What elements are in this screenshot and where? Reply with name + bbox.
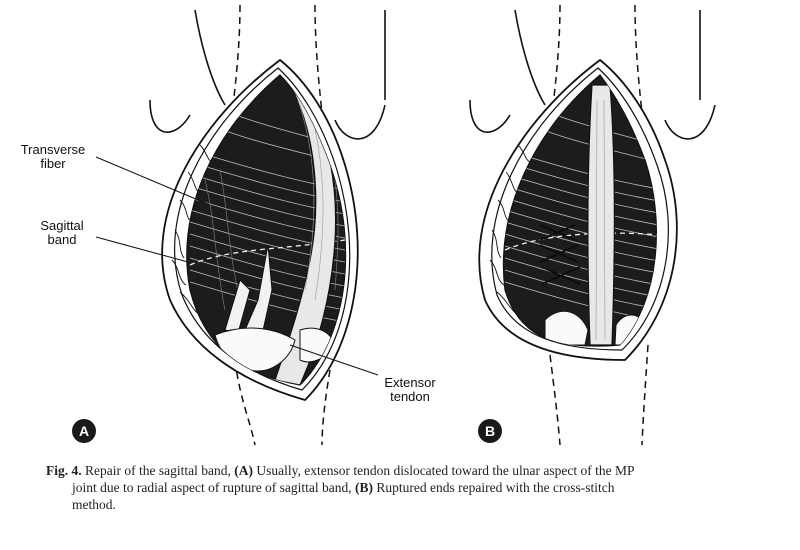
caption-text-3: Ruptured ends repaired with the cross-st… (373, 480, 615, 495)
label-extensor-tendon-line-1: Extensor (384, 375, 436, 390)
label-transverse-fiber: Transverse fiber (8, 143, 98, 171)
panel-b-drawing (469, 4, 716, 446)
caption-a-marker: (A) (234, 463, 253, 478)
panel-a-drawing (95, 4, 386, 446)
label-sagittal-band: Sagittal band (22, 219, 102, 247)
sagittal-band-drawing (95, 4, 716, 446)
panel-a-badge: A (72, 419, 96, 443)
label-extensor-tendon: Extensor tendon (360, 376, 460, 404)
caption-line-2-wrap: joint due to radial aspect of rupture of… (46, 479, 746, 496)
label-sagittal-band-line-1: Sagittal (40, 218, 84, 233)
caption-line-3: method. (72, 497, 116, 512)
caption-b-marker: (B) (355, 480, 374, 495)
caption-text-1: Repair of the sagittal band, (81, 463, 235, 478)
label-transverse-fiber-line-1: Transverse (20, 142, 86, 157)
label-transverse-fiber-line-2: fiber (40, 156, 66, 171)
caption-text-2: Usually, extensor tendon dislocated towa… (252, 463, 635, 478)
figure-caption: Fig. 4. Repair of the sagittal band, (A)… (46, 462, 746, 513)
label-extensor-tendon-line-2: tendon (390, 389, 430, 404)
caption-fig-label: Fig. 4. (46, 463, 82, 478)
caption-line-2: joint due to radial aspect of rupture of… (72, 480, 356, 495)
medical-illustration: A B Transverse fiber Sagittal band Exten… (8, 4, 716, 446)
label-sagittal-band-line-2: band (47, 232, 77, 247)
panel-b-badge: B (478, 419, 502, 443)
